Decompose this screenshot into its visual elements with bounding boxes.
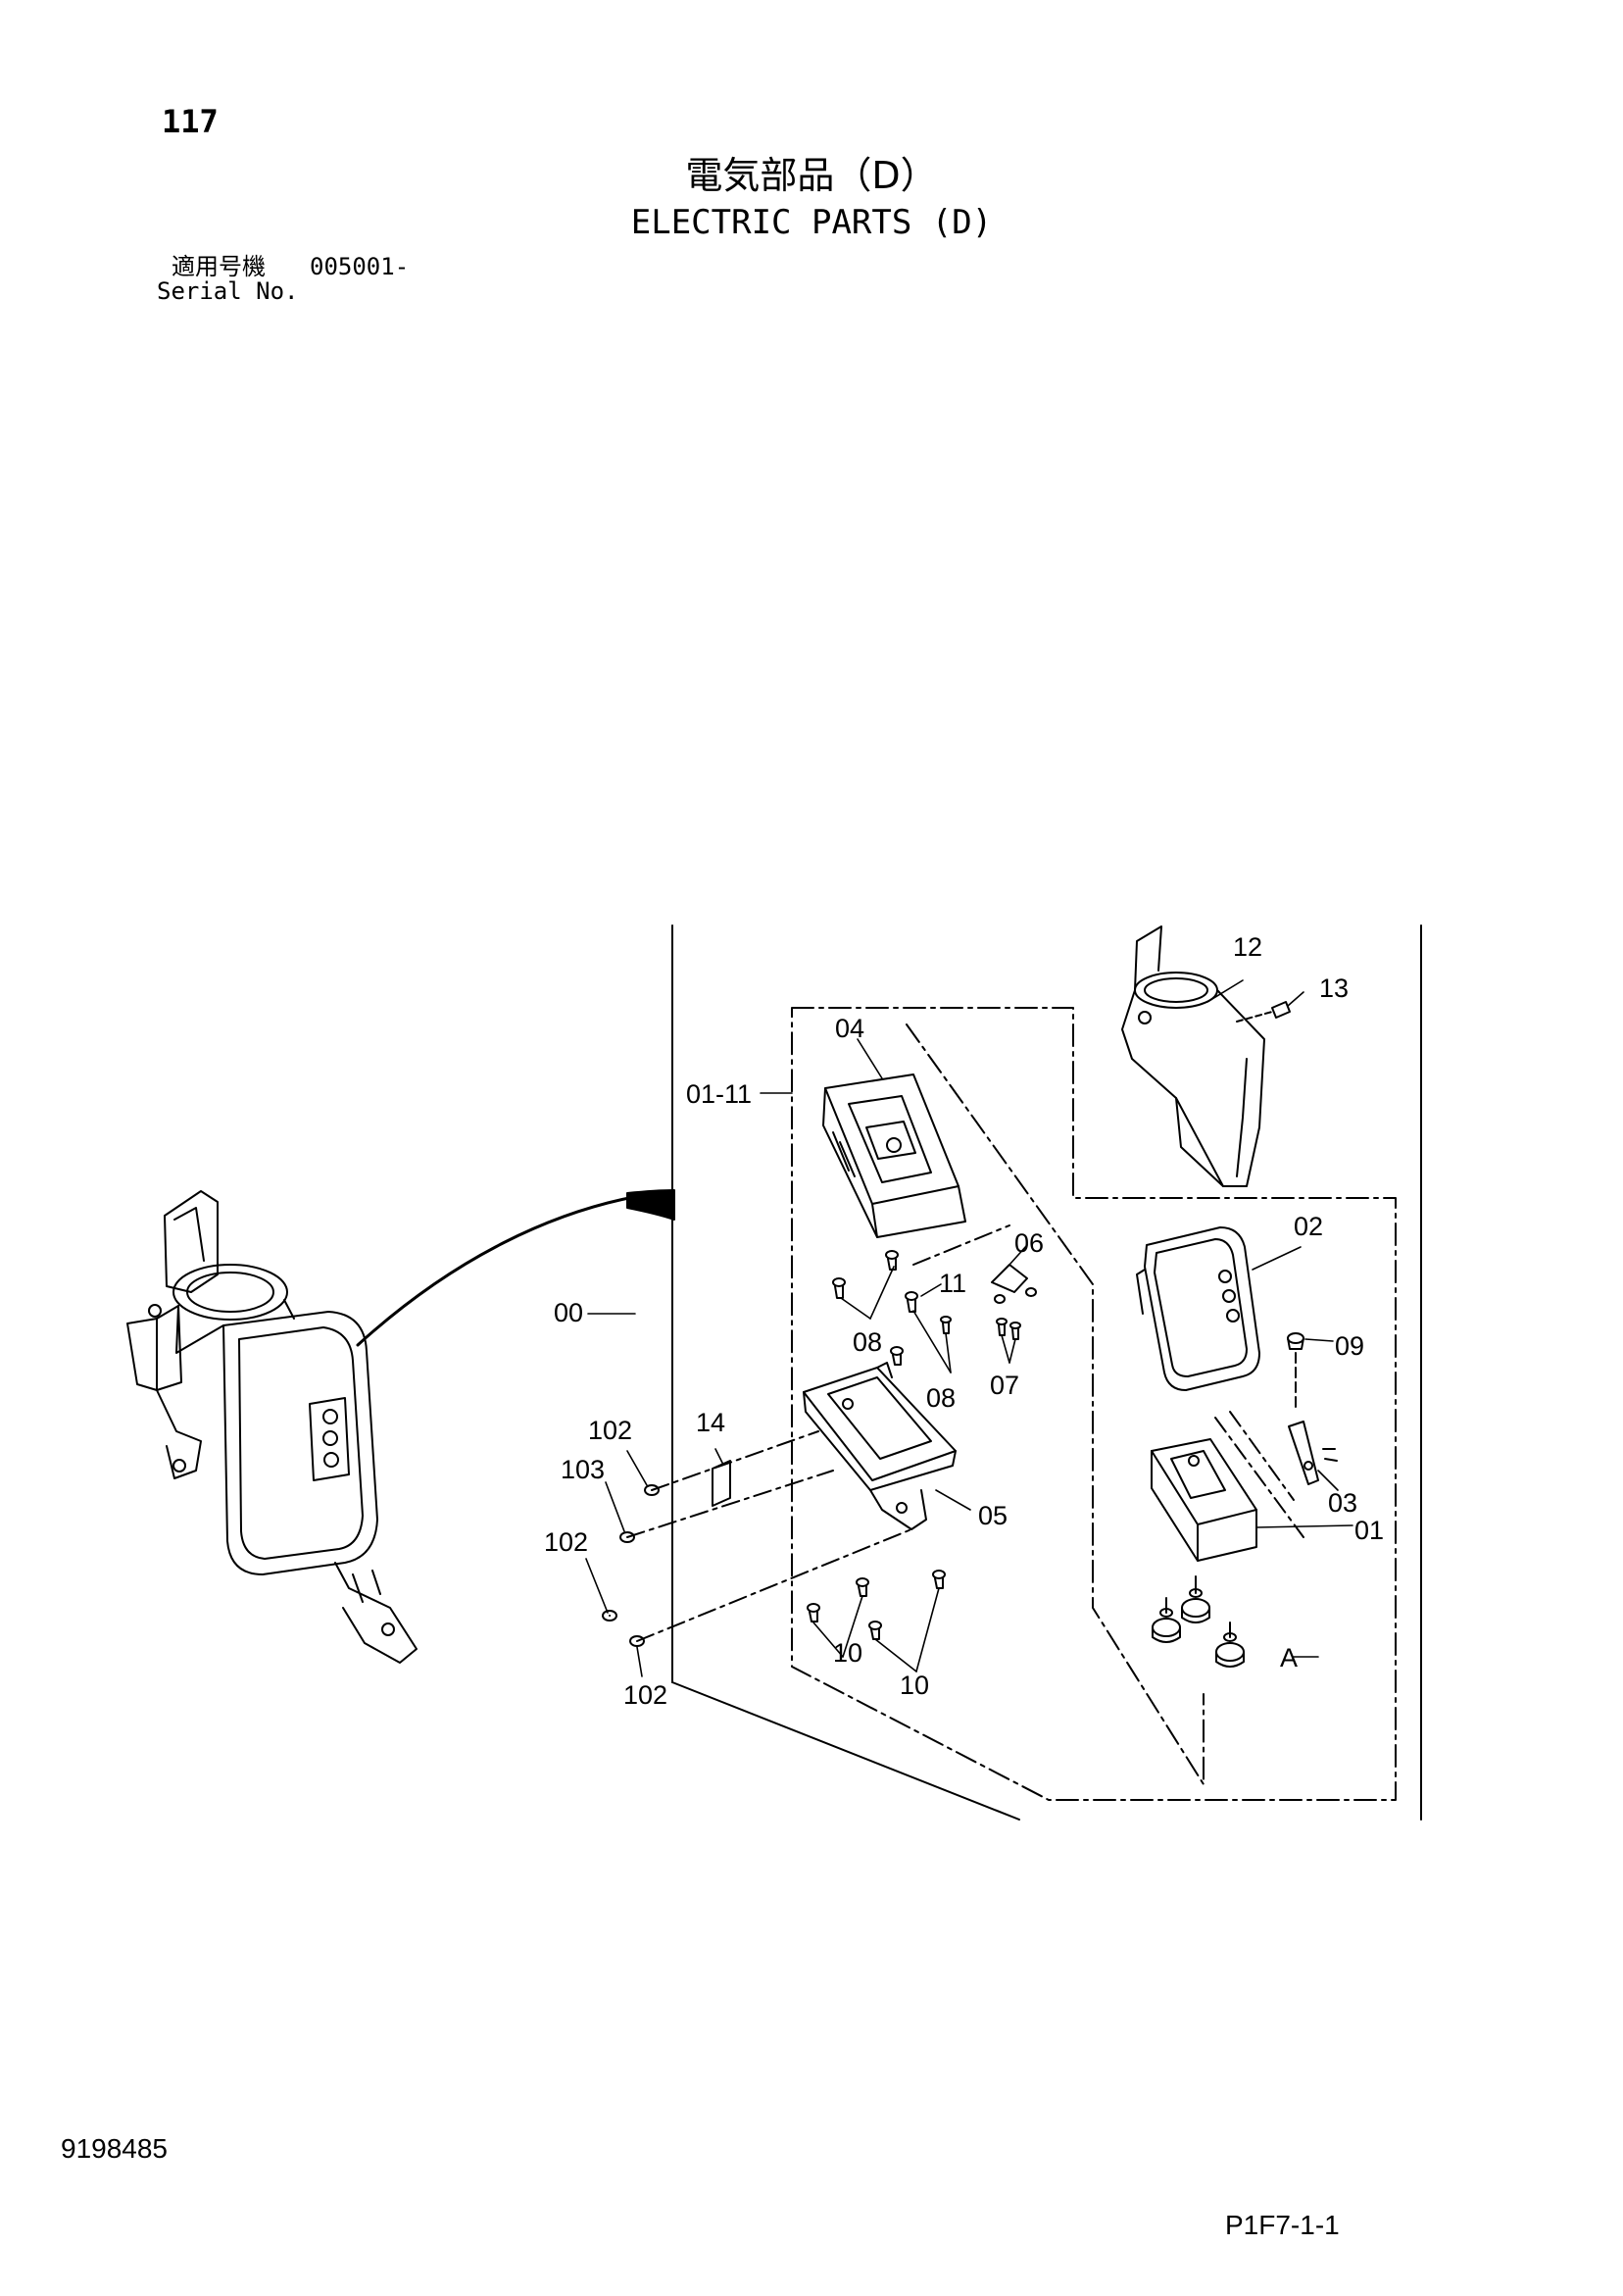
pointer-arrow-head [626, 1189, 675, 1221]
part-02-cover [1136, 1226, 1260, 1391]
part-14-plate [712, 1460, 731, 1507]
callout-10-left: 10 [833, 1638, 862, 1668]
callout-13: 13 [1319, 973, 1349, 1003]
callout-103: 103 [561, 1455, 605, 1484]
callout-10-right: 10 [900, 1671, 929, 1700]
assembly-guide-line [906, 1023, 1205, 1785]
callout-04: 04 [835, 1014, 864, 1043]
callout-06: 06 [1014, 1228, 1044, 1258]
part-04-case [822, 1073, 966, 1238]
page-code: P1F7-1-1 [1225, 2210, 1340, 2240]
callout-01-11: 01-11 [686, 1079, 752, 1109]
part-01-box [1151, 1438, 1257, 1562]
callout-a: A [1280, 1643, 1298, 1672]
callout-08-lower: 08 [926, 1383, 956, 1413]
part-09-screw [1287, 1332, 1304, 1413]
pointer-arrow [356, 1189, 674, 1347]
callout-14: 14 [696, 1408, 725, 1437]
serial-label: Serial No. [157, 277, 299, 305]
callout-05: 05 [978, 1501, 1008, 1530]
serial-range: 005001- [310, 253, 410, 280]
part-13-screw [1236, 1001, 1291, 1023]
callout-102-top: 102 [588, 1416, 632, 1445]
callout-03: 03 [1328, 1488, 1357, 1518]
document-number: 9198485 [61, 2133, 169, 2164]
hardware-screws [602, 1250, 1037, 1647]
serial-label-japanese: 適用号機 [172, 253, 266, 280]
callout-07: 07 [990, 1371, 1019, 1400]
assembly-dashed-outline [791, 1007, 1397, 1801]
callout-102-middle: 102 [544, 1527, 588, 1557]
callout-102-bottom: 102 [623, 1680, 667, 1710]
callout-08-upper: 08 [853, 1327, 882, 1357]
page-number: 117 [162, 103, 219, 140]
callout-01: 01 [1354, 1516, 1384, 1545]
callout-labels: 04 01-11 00 12 13 02 09 03 01 06 11 08 0… [544, 932, 1384, 1710]
callout-12: 12 [1233, 932, 1262, 962]
page-title-japanese: 電気部品（D） [685, 154, 938, 197]
switch-group-a [1152, 1575, 1245, 1668]
page-title: ELECTRIC PARTS (D) [630, 203, 993, 242]
console-overview-illustration [126, 1190, 418, 1664]
part-12-cover [1121, 925, 1265, 1187]
callout-09: 09 [1335, 1331, 1364, 1361]
callout-11: 11 [939, 1269, 966, 1298]
assembly-guides [609, 1224, 1304, 1642]
frame-line-bottom [671, 1681, 1020, 1821]
part-05-bracket [803, 1362, 957, 1530]
callout-02: 02 [1294, 1212, 1323, 1241]
callout-00: 00 [554, 1298, 583, 1327]
leader-lines [585, 979, 1353, 1677]
part-03-bracket [1288, 1421, 1338, 1485]
